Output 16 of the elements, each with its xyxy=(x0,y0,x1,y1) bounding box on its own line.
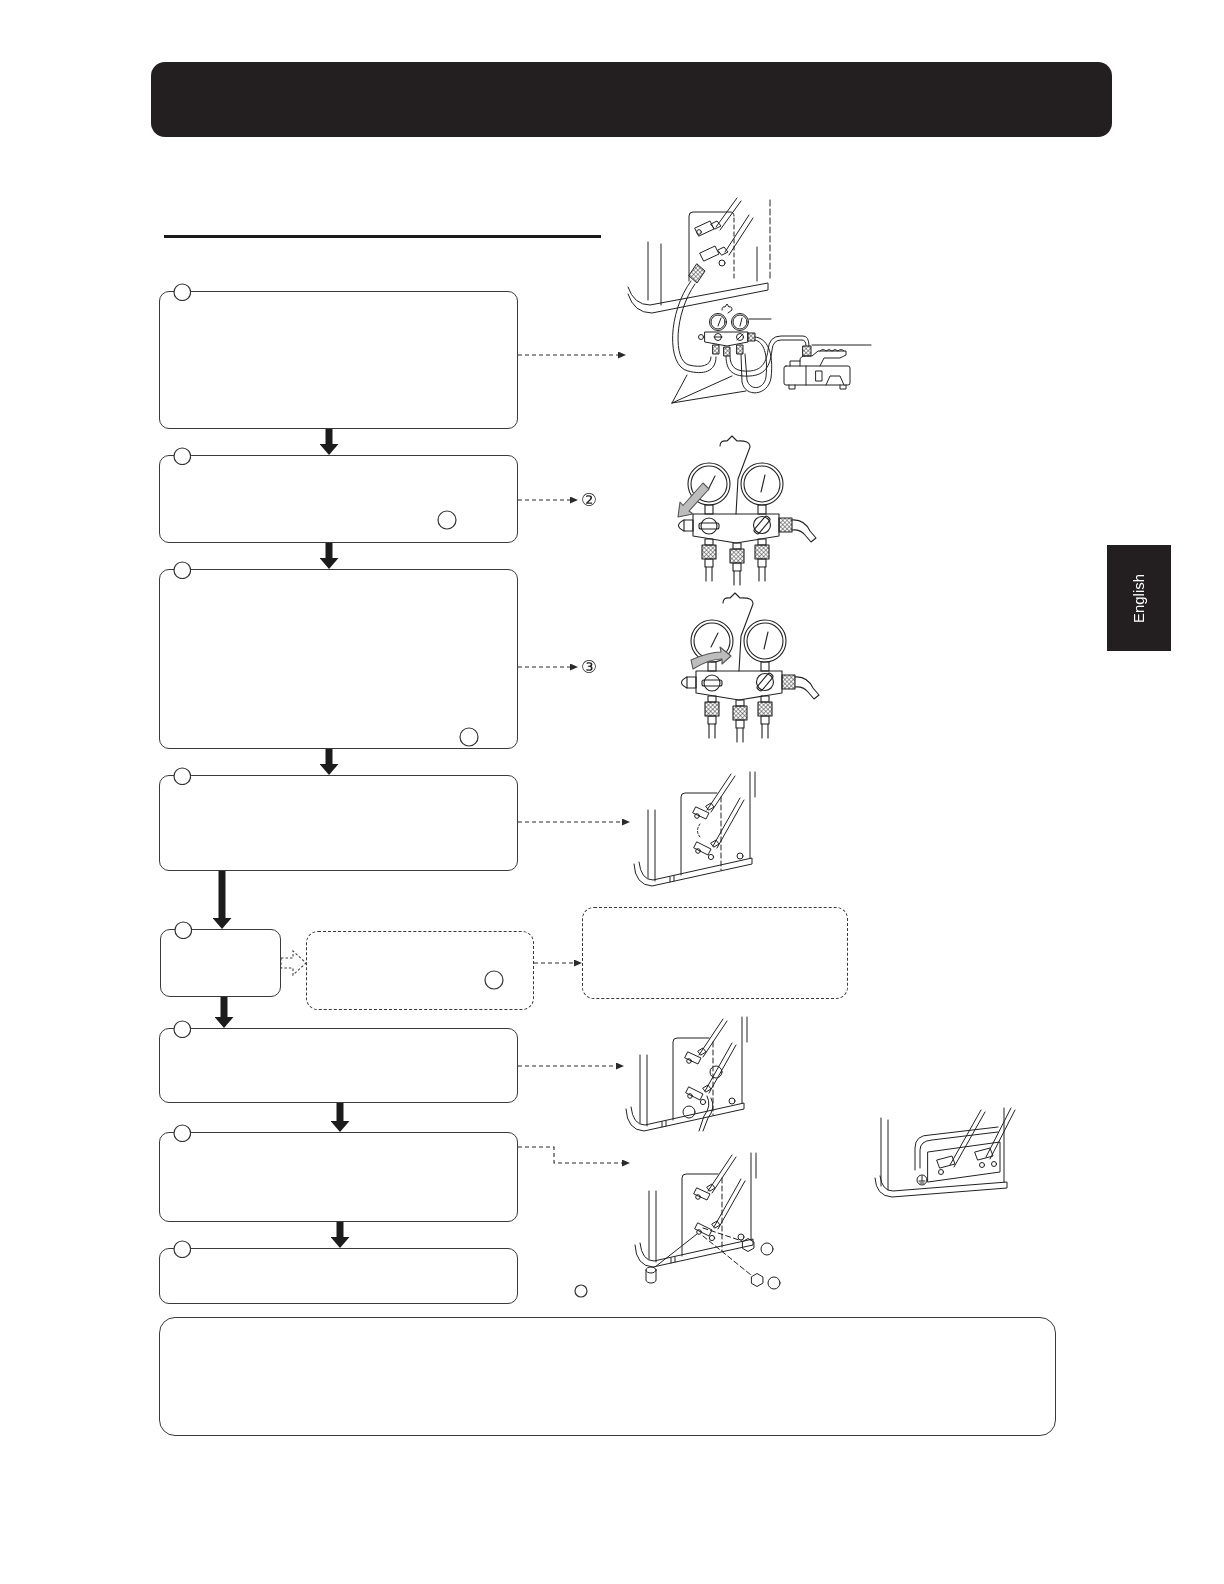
dashed-arrow xyxy=(533,959,582,967)
dashed-arrow xyxy=(517,351,626,359)
callout-number: ③ xyxy=(578,656,600,678)
note-box xyxy=(159,1317,1056,1436)
dashed-arrow xyxy=(517,663,578,671)
dashed-arrow xyxy=(517,1062,624,1070)
dashed-box xyxy=(582,907,848,999)
hollow-dashed-arrow xyxy=(280,949,307,977)
dashed-arrow xyxy=(517,1146,630,1167)
dashed-arrow xyxy=(517,496,578,504)
process-box xyxy=(159,291,518,429)
language-tab xyxy=(1107,545,1171,651)
dashed-arrow xyxy=(517,818,630,826)
callout-number: ② xyxy=(578,489,600,511)
tab-label: English xyxy=(1131,573,1147,623)
process-box xyxy=(159,569,518,749)
